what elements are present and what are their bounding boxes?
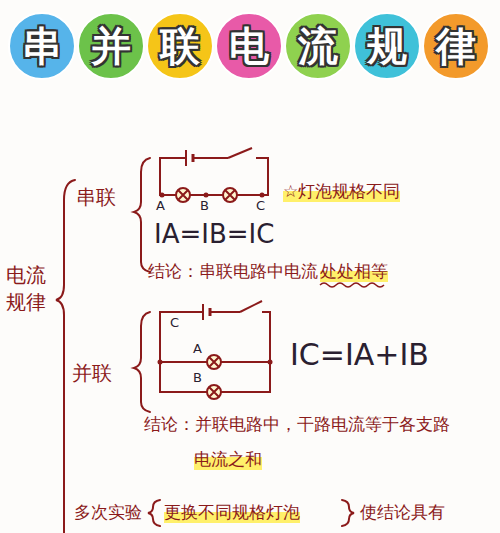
title-char: 规: [367, 26, 407, 66]
title-char: 联: [160, 26, 200, 66]
title-char: 流: [298, 26, 338, 66]
point-label: A: [193, 342, 202, 357]
purpose: 使结论具有: [360, 503, 445, 523]
conclusion: 结论：串联电路中电流: [148, 262, 318, 282]
point-label: A: [156, 199, 165, 214]
title-circle: 并: [77, 12, 145, 80]
method: 更换不同规格灯泡: [164, 503, 300, 523]
conclusion-key: 处处相等: [320, 262, 388, 282]
title-circle: 联: [146, 12, 214, 80]
title-circle: 流: [284, 12, 352, 80]
title-circle: 规: [353, 12, 421, 80]
side-heading: 电流规律: [6, 262, 50, 316]
title-circle: 律: [422, 12, 490, 80]
formula: IA=IB=IC: [154, 220, 274, 250]
method: 多次实验: [74, 503, 142, 523]
title-char: 律: [436, 26, 476, 66]
point-label: C: [170, 316, 179, 331]
conclusion: 结论：并联电路中，干路电流等于各支路: [144, 415, 450, 435]
title-char: 串: [22, 26, 62, 66]
section-heading: 并联: [72, 362, 112, 385]
point-label: C: [256, 199, 265, 214]
point-label: B: [200, 199, 209, 214]
point-label: B: [193, 371, 202, 386]
title-circle: 电: [215, 12, 283, 80]
note: ☆灯泡规格不同: [283, 182, 400, 202]
title-char: 并: [91, 26, 131, 66]
section-heading: 串联: [76, 186, 116, 209]
conclusion-key: 电流之和: [194, 450, 262, 470]
formula: IC=IA+IB: [290, 338, 429, 373]
title-char: 电: [229, 26, 269, 66]
title-circle: 串: [8, 12, 76, 80]
